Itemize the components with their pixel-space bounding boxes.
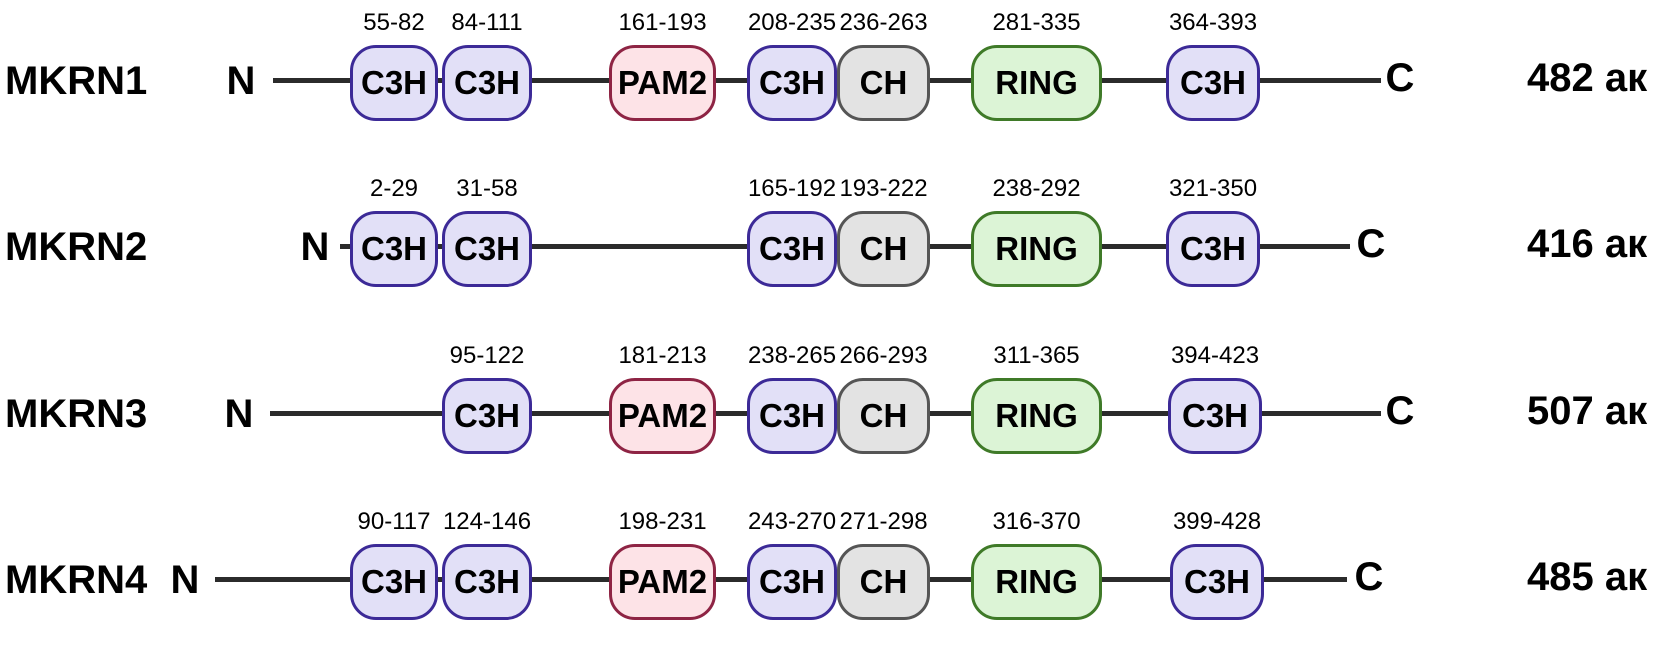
domain-c3h-box: C3H [747, 378, 837, 454]
domain-range-label: 243-270 [747, 508, 837, 535]
domain-label: C3H [758, 563, 826, 600]
domain-label: CH [859, 397, 908, 434]
domain-pam2-box: PAM2 [609, 544, 716, 620]
domain-c3h-box: C3H [747, 544, 837, 620]
domain-ring-box: RING [971, 378, 1102, 454]
domain-label: C3H [758, 64, 826, 101]
domain-c3h-box: C3H [1168, 378, 1262, 454]
domain-c3h-box: C3H [442, 378, 532, 454]
domain-label: PAM2 [617, 397, 708, 434]
domain-range-label: 161-193 [618, 9, 707, 36]
domain-c3h-box: C3H [350, 45, 438, 121]
domain-range-label: 321-350 [1168, 175, 1258, 202]
protein-name: MKRN1 [5, 59, 148, 103]
domain-label: C3H [360, 230, 428, 267]
domain-range-label: 90-117 [357, 508, 431, 535]
protein-name: MKRN3 [5, 392, 148, 436]
domain-range-label: 399-428 [1172, 508, 1262, 535]
domain-label: C3H [453, 563, 521, 600]
domain-label: PAM2 [617, 563, 708, 600]
domain-range-label: 55-82 [363, 9, 425, 36]
domain-ch-box: CH [837, 378, 930, 454]
domain-range-label: 165-192 [747, 175, 837, 202]
domain-label: C3H [453, 230, 521, 267]
domain-range-label: 238-265 [747, 342, 837, 369]
domain-range-label: 238-292 [992, 175, 1081, 202]
domain-label: C3H [360, 563, 428, 600]
domain-label: CH [859, 563, 908, 600]
domain-c3h-box: C3H [442, 45, 532, 121]
domain-c3h-box: C3H [442, 211, 532, 287]
c-terminus-label: C [1385, 389, 1415, 433]
domain-label: RING [995, 64, 1078, 101]
c-terminus-label: C [1356, 222, 1386, 266]
domain-range-label: 193-222 [839, 175, 928, 202]
domain-label: C3H [758, 397, 826, 434]
domain-label: C3H [360, 64, 428, 101]
domain-range-label: 84-111 [451, 9, 523, 36]
domain-ring-box: RING [971, 211, 1102, 287]
protein-length: 507 ак [1527, 389, 1648, 433]
domain-range-label: 198-231 [618, 508, 707, 535]
domain-range-label: 208-235 [747, 9, 837, 36]
domain-pam2-box: PAM2 [609, 45, 716, 121]
domain-ring-box: RING [971, 45, 1102, 121]
domain-c3h-box: C3H [350, 544, 438, 620]
domain-c3h-box: C3H [747, 45, 837, 121]
domain-range-label: 95-122 [449, 342, 525, 369]
domain-label: C3H [453, 397, 521, 434]
domain-range-label: 266-293 [839, 342, 928, 369]
domain-label: CH [859, 64, 908, 101]
protein-length: 485 ак [1527, 555, 1648, 599]
domain-ch-box: CH [837, 211, 930, 287]
domain-label: RING [995, 563, 1078, 600]
domain-range-label: 271-298 [839, 508, 928, 535]
domain-range-label: 2-29 [369, 175, 419, 202]
domain-range-label: 236-263 [839, 9, 928, 36]
domain-range-label: 364-393 [1168, 9, 1258, 36]
domain-label: PAM2 [617, 64, 708, 101]
protein-name: MKRN4 [5, 558, 148, 602]
domain-c3h-box: C3H [350, 211, 438, 287]
domain-label: RING [995, 230, 1078, 267]
domain-c3h-box: C3H [747, 211, 837, 287]
domain-label: CH [859, 230, 908, 267]
domain-label: C3H [1179, 64, 1247, 101]
protein-name: MKRN2 [5, 225, 148, 269]
domain-pam2-box: PAM2 [609, 378, 716, 454]
n-terminus-label: N [300, 225, 330, 269]
domain-label: RING [995, 397, 1078, 434]
domain-c3h-box: C3H [1166, 211, 1260, 287]
n-terminus-label: N [226, 59, 256, 103]
protein-length: 482 ак [1527, 56, 1648, 100]
domain-range-label: 31-58 [456, 175, 518, 202]
domain-ch-box: CH [837, 544, 930, 620]
domain-range-label: 124-146 [442, 508, 532, 535]
domain-range-label: 181-213 [618, 342, 707, 369]
domain-c3h-box: C3H [1166, 45, 1260, 121]
domain-label: C3H [453, 64, 521, 101]
domain-label: C3H [1179, 230, 1247, 267]
domain-label: C3H [1183, 563, 1251, 600]
domain-label: C3H [758, 230, 826, 267]
protein-length: 416 ак [1527, 222, 1648, 266]
domain-ch-box: CH [837, 45, 930, 121]
domain-range-label: 311-365 [993, 342, 1080, 369]
c-terminus-label: C [1354, 555, 1384, 599]
n-terminus-label: N [170, 558, 200, 602]
domain-range-label: 281-335 [992, 9, 1081, 36]
domain-range-label: 394-423 [1170, 342, 1260, 369]
domain-c3h-box: C3H [1170, 544, 1264, 620]
domain-c3h-box: C3H [442, 544, 532, 620]
domain-ring-box: RING [971, 544, 1102, 620]
domain-range-label: 316-370 [992, 508, 1081, 535]
c-terminus-label: C [1385, 56, 1415, 100]
domain-label: C3H [1181, 397, 1249, 434]
n-terminus-label: N [224, 392, 254, 436]
